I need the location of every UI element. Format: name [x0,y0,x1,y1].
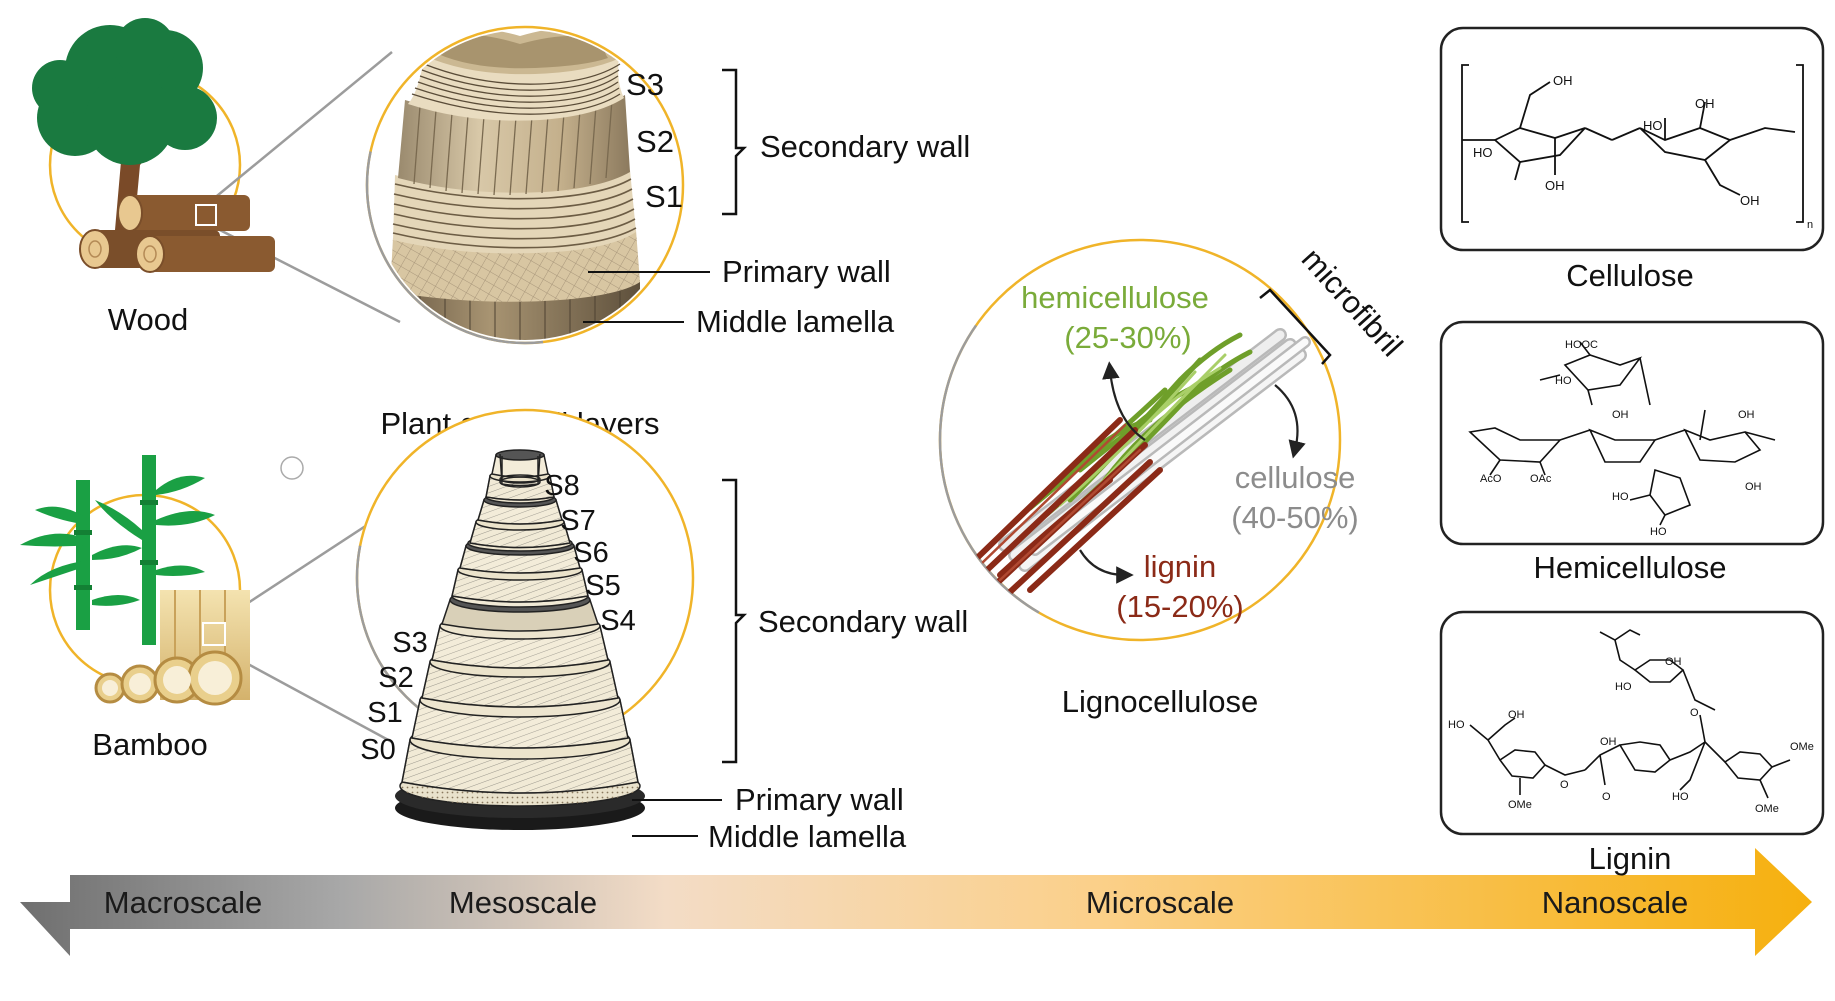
hemicellulose-percent: (25-30%) [1064,320,1192,355]
scale-label-microscale: Microscale [1086,885,1234,920]
cellulose-group-oh1: OH [1553,73,1573,88]
bamboo-layer-s4: S4 [600,605,635,637]
cellulose-group-ho2: HO [1643,118,1663,133]
cellulose-caption: Cellulose [1566,258,1694,293]
lignin-group-oh3: OH [1600,736,1617,748]
lignin-group-oh2: OH [1508,709,1525,721]
bamboo-layer-s5: S5 [585,570,620,602]
hemicellulose-caption: Hemicellulose [1534,550,1727,585]
lignin-group-o-ketone: O [1602,791,1611,803]
bamboo-layered-cone [395,449,645,830]
wood-cell-wall-illustration: S3 S2 S1 Secondary wall Primary wall Mid… [365,25,970,441]
lignin-group-ome3: OMe [1755,803,1779,815]
lignocellulose-caption: Lignocellulose [1062,684,1258,719]
hemi-group-ho1: HO [1555,375,1572,387]
scale-label-macroscale: Macroscale [104,885,263,920]
wood-secondary-bracket [722,68,748,216]
lignin-caption: Lignin [1589,841,1672,876]
bamboo-tubes-icon [94,590,250,706]
cellulose-percent: (40-50%) [1231,500,1359,535]
lignin-group-ho2: HO [1448,719,1465,731]
hemi-group-ho2: HO [1612,491,1629,503]
lignin-label: lignin [1144,549,1216,584]
wood-primary-wall-label: Primary wall [722,254,891,289]
cellulose-group-oh4: OH [1740,193,1760,208]
bamboo-macro-illustration: Bamboo [20,455,393,762]
cellulose-structure-panel: OH HO OH HO OH OH n Cellulose [1439,26,1825,293]
lignin-group-o1: O [1560,779,1569,791]
bamboo-layer-s1: S1 [367,697,402,729]
scale-label-nanoscale: Nanoscale [1542,885,1688,920]
bamboo-layer-s8: S8 [544,470,579,502]
wood-macro-illustration: Wood [32,18,401,337]
bamboo-layer-s2: S2 [378,662,413,694]
cellulose-group-oh2: OH [1545,178,1565,193]
lignin-group-o2: O [1690,707,1699,719]
hemicellulose-label: hemicellulose [1021,280,1209,315]
bamboo-label: Bamboo [92,727,207,762]
decorative-dot [280,456,304,480]
lignin-group-ho3: HO [1672,791,1689,803]
bamboo-primary-wall-label: Primary wall [735,782,904,817]
cellulose-group-n: n [1807,219,1813,231]
wood-middle-lamella-label: Middle lamella [696,304,895,339]
hemi-group-hooc: HOOC [1565,339,1598,351]
hemi-group-oac: OAc [1530,473,1552,485]
hemi-group-oh3: OH [1745,481,1762,493]
bamboo-secondary-bracket [722,478,748,764]
lignin-group-ho1: HO [1615,681,1632,693]
wood-layer-s2: S2 [636,124,674,159]
bamboo-cell-wall-illustration: S8 S7 S6 S5 S4 S3 S2 S1 S0 Secondary wal… [355,408,968,854]
hemi-group-oh2: OH [1738,409,1755,421]
lignocellulose-illustration: microfibril hemicellulose (25-30%) cellu… [938,238,1410,719]
lignin-group-oh1: OH [1665,656,1682,668]
hemi-group-oh1: OH [1612,409,1629,421]
hemi-group-aco: AcO [1480,473,1502,485]
wood-layer-s1: S1 [645,179,683,214]
bamboo-plant-icon [20,455,215,645]
lignin-percent: (15-20%) [1116,589,1244,624]
scale-arrow: Macroscale Mesoscale Microscale Nanoscal… [20,848,1812,956]
wood-layer-s3: S3 [626,67,664,102]
bamboo-secondary-wall-label: Secondary wall [758,604,968,639]
lignin-group-ome2: OMe [1508,799,1532,811]
wood-secondary-wall-label: Secondary wall [760,129,970,164]
bamboo-layer-s0: S0 [360,734,395,766]
lignin-structure-panel: OH HO HO OH OH OMe O HO OMe OMe O O Lign… [1439,610,1825,876]
bamboo-layer-s7: S7 [560,505,595,537]
bamboo-layer-s3: S3 [392,627,427,659]
bamboo-layer-s6: S6 [573,537,608,569]
lignin-group-ome1: OMe [1790,741,1814,753]
wood-label: Wood [108,302,188,337]
tree-icon [32,18,217,230]
scale-label-mesoscale: Mesoscale [449,885,597,920]
cellulose-label: cellulose [1235,460,1356,495]
logs-icon [79,194,275,273]
hemi-group-ho3: HO [1650,526,1667,538]
cellulose-group-oh3: OH [1695,96,1715,111]
hemicellulose-structure-panel: HOOC HO OH OH AcO OAc HO OH HO Hemicellu… [1439,320,1825,585]
cellulose-group-ho1: HO [1473,145,1493,160]
bamboo-middle-lamella-label: Middle lamella [708,819,907,854]
